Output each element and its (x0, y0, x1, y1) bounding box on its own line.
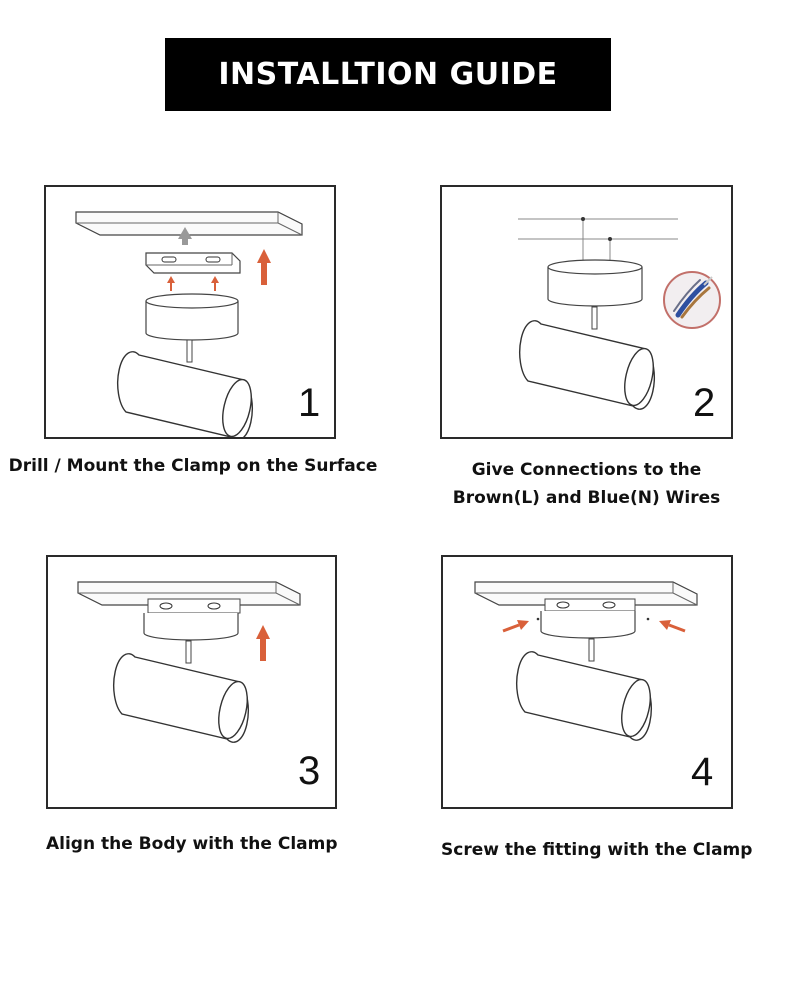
wire-connection-inset (663, 271, 721, 329)
orange-up-arrow (256, 625, 270, 661)
step-1-number: 1 (298, 381, 321, 425)
step-3-caption: Align the Body with the Clamp (46, 834, 338, 854)
step-2-illustration (518, 217, 721, 410)
step-3-number: 3 (298, 749, 321, 793)
step-1-panel: 1 (44, 185, 336, 439)
right-screw-arrow (668, 623, 686, 633)
step-2-panel: 2 (440, 185, 733, 439)
step-4-panel: 4 (441, 555, 733, 809)
step-1-caption: Drill / Mount the Clamp on the Surface (8, 456, 378, 476)
step-3-panel: 3 (46, 555, 337, 809)
spotlight-body (117, 351, 253, 437)
canopy (540, 611, 636, 639)
gray-up-arrow (178, 227, 192, 245)
step-3-illustration (77, 581, 301, 743)
step-2-caption-line-1: Give Connections to the (471, 460, 702, 480)
orange-up-arrow (257, 249, 271, 285)
step-4-caption: Screw the fitting with the Clamp (441, 840, 753, 860)
canopy (547, 259, 643, 275)
title-banner: INSTALLTION GUIDE (165, 38, 611, 111)
step-4-number: 4 (691, 750, 714, 794)
left-screw-arrow (502, 623, 520, 633)
canopy (145, 293, 239, 309)
step-4-illustration (474, 581, 698, 741)
canopy (143, 613, 239, 641)
step-2-caption-line-2: Brown(L) and Blue(N) Wires (452, 488, 721, 508)
step-2-number: 2 (693, 381, 716, 425)
mounting-clamp (145, 252, 241, 274)
page-title: INSTALLTION GUIDE (218, 57, 558, 92)
step-1-illustration (75, 211, 303, 437)
